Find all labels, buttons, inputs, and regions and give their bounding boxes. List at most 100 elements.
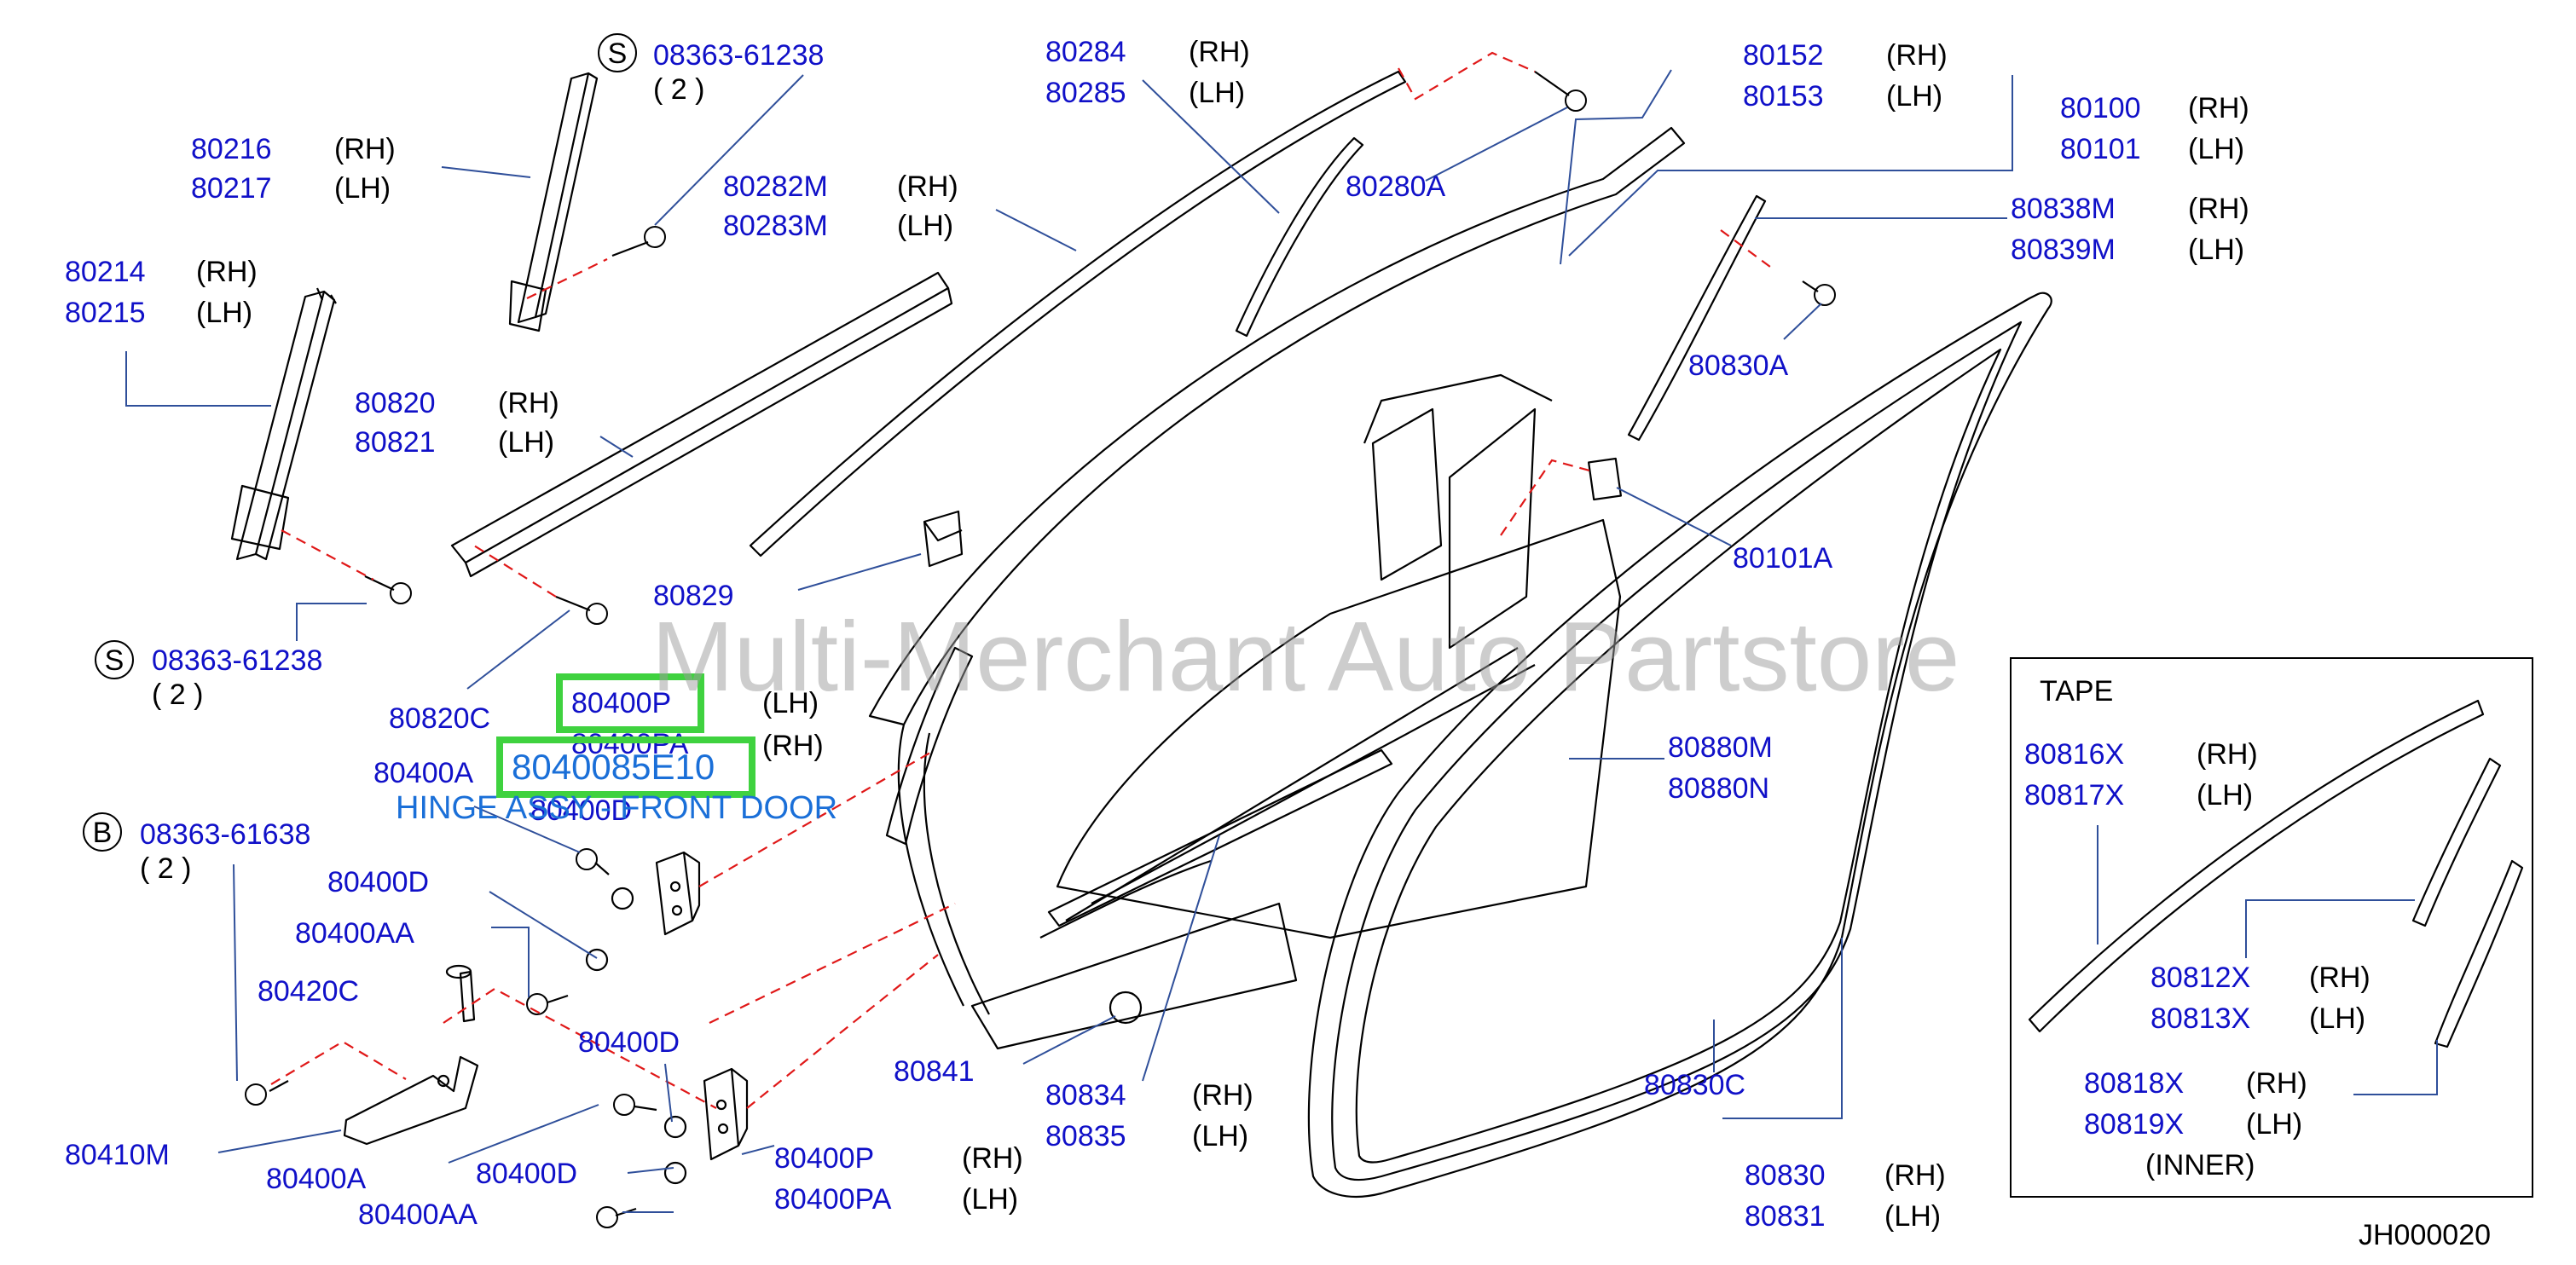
highlight-part-number[interactable]: 80400P [571, 687, 671, 719]
watermark: Multi-Merchant Auto Partstore [651, 601, 1959, 712]
part-label-80216[interactable]: 80216 [191, 133, 272, 165]
part-label-80835[interactable]: 80835 [1045, 1120, 1126, 1152]
moulding-80820 [450, 271, 953, 578]
part-label-s-left[interactable]: 08363-61238 [152, 644, 322, 677]
side-80821: (LH) [498, 426, 554, 459]
part-label-80818x[interactable]: 80818X [2084, 1067, 2184, 1100]
part-label-80282m[interactable]: 80282M [723, 170, 828, 203]
part-label-80400d-c[interactable]: 80400D [476, 1158, 577, 1190]
side-80819x: (LH) [2246, 1108, 2302, 1141]
side-80838m: (RH) [2188, 193, 2249, 225]
part-label-80816x[interactable]: 80816X [2024, 738, 2124, 771]
side-80284: (RH) [1189, 36, 1250, 68]
side-80835: (LH) [1192, 1120, 1248, 1152]
side-80283m: (LH) [897, 210, 953, 242]
part-label-80400aa-a[interactable]: 80400AA [295, 917, 414, 950]
side-80215: (LH) [196, 297, 252, 329]
qty-b: ( 2 ) [140, 852, 191, 885]
side-80820: (RH) [498, 387, 559, 419]
part-label-80215[interactable]: 80215 [65, 297, 146, 329]
screw-mark-s-left-letter: S [105, 644, 124, 677]
side-80216: (RH) [334, 133, 396, 165]
part-label-80100[interactable]: 80100 [2060, 92, 2141, 124]
part-label-80400d-top[interactable]: 80400D [530, 794, 632, 827]
screw-mark-s-left [95, 640, 134, 679]
tape-inset-box [2010, 657, 2533, 1198]
part-label-80101a[interactable]: 80101A [1733, 542, 1833, 575]
moulding-80282m [749, 70, 1407, 557]
part-label-80819x[interactable]: 80819X [2084, 1108, 2184, 1141]
side-80830: (RH) [1884, 1159, 1946, 1192]
part-label-80400pa-bot[interactable]: 80400PA [774, 1183, 892, 1216]
side-80400p-top: (LH) [762, 687, 819, 719]
weatherstrip-80838m [1627, 194, 1767, 442]
channel-80214 [230, 287, 337, 561]
part-label-80285[interactable]: 80285 [1045, 77, 1126, 109]
part-label-80152[interactable]: 80152 [1743, 39, 1824, 72]
part-label-80214[interactable]: 80214 [65, 256, 146, 288]
side-80816x: (RH) [2197, 738, 2258, 771]
bolt-mark-b-letter: B [93, 817, 113, 849]
side-80285: (LH) [1189, 77, 1245, 109]
side-80214: (RH) [196, 256, 258, 288]
side-80400pa-top: (RH) [762, 730, 824, 762]
part-label-80834[interactable]: 80834 [1045, 1079, 1126, 1112]
part-label-80812x[interactable]: 80812X [2151, 962, 2250, 994]
part-label-s-top[interactable]: 08363-61238 [653, 39, 824, 72]
part-label-80400d-a[interactable]: 80400D [327, 866, 429, 898]
part-label-80410m[interactable]: 80410M [65, 1139, 170, 1171]
part-label-80831[interactable]: 80831 [1745, 1200, 1826, 1233]
part-label-80813x[interactable]: 80813X [2151, 1002, 2250, 1035]
side-80217: (LH) [334, 172, 391, 205]
part-label-80420c[interactable]: 80420C [258, 975, 359, 1008]
part-label-80829[interactable]: 80829 [653, 580, 734, 612]
part-label-80817x[interactable]: 80817X [2024, 779, 2124, 812]
part-label-80400pa-top[interactable]: 80400PA [571, 728, 689, 760]
part-label-80841[interactable]: 80841 [894, 1055, 975, 1088]
part-label-80400a-top[interactable]: 80400A [373, 757, 474, 789]
door-frame [868, 126, 1686, 1050]
highlight-code[interactable]: 8040085E10 [512, 747, 715, 787]
part-label-80283m[interactable]: 80283M [723, 210, 828, 242]
part-label-80153[interactable]: 80153 [1743, 80, 1824, 113]
part-label-80830c[interactable]: 80830C [1644, 1069, 1745, 1101]
hinge-lower [703, 1067, 749, 1161]
part-label-80217[interactable]: 80217 [191, 172, 272, 205]
side-80817x: (LH) [2197, 779, 2253, 812]
part-labels: 08363-61238 ( 2 ) 80216 (RH) 80217 (LH) … [65, 36, 2491, 1251]
side-80101: (LH) [2188, 133, 2244, 165]
part-label-80880m[interactable]: 80880M [1668, 731, 1773, 764]
part-label-80400a-bot[interactable]: 80400A [266, 1163, 367, 1195]
side-80818x: (RH) [2246, 1067, 2307, 1100]
side-80282m: (RH) [897, 170, 958, 203]
part-label-80830a[interactable]: 80830A [1688, 349, 1789, 382]
highlight-box-code [496, 736, 755, 798]
part-label-80839m[interactable]: 80839M [2011, 234, 2116, 266]
door-drawings [230, 70, 2524, 1228]
part-label-80880n[interactable]: 80880N [1668, 772, 1769, 805]
part-label-80400aa-b[interactable]: 80400AA [358, 1199, 478, 1231]
part-label-80830[interactable]: 80830 [1745, 1159, 1826, 1192]
part-label-80821[interactable]: 80821 [355, 426, 436, 459]
side-80813x: (LH) [2309, 1002, 2365, 1035]
part-label-b[interactable]: 08363-61638 [140, 818, 310, 851]
part-label-80400p-bot[interactable]: 80400P [774, 1142, 874, 1175]
channel-80216 [508, 72, 599, 332]
part-label-80820c[interactable]: 80820C [389, 702, 490, 735]
part-label-80284[interactable]: 80284 [1045, 36, 1126, 68]
part-label-80400d-b[interactable]: 80400D [578, 1026, 680, 1059]
side-80100: (RH) [2188, 92, 2249, 124]
assembly-lines [270, 51, 1774, 1109]
tape-parts [2028, 699, 2524, 1048]
check-link-80410m [343, 1055, 479, 1146]
part-label-80101[interactable]: 80101 [2060, 133, 2141, 165]
moulding-80834 [1047, 748, 1393, 927]
part-label-80280a[interactable]: 80280A [1346, 170, 1446, 203]
highlighted-part: 80400P 8040085E10 HINGE ASSY - FRONT DOO… [396, 673, 837, 826]
part-label-80820[interactable]: 80820 [355, 387, 436, 419]
part-label-80838m[interactable]: 80838M [2011, 193, 2116, 225]
screw-mark-s-top-letter: S [608, 38, 628, 70]
side-80834: (RH) [1192, 1079, 1253, 1112]
